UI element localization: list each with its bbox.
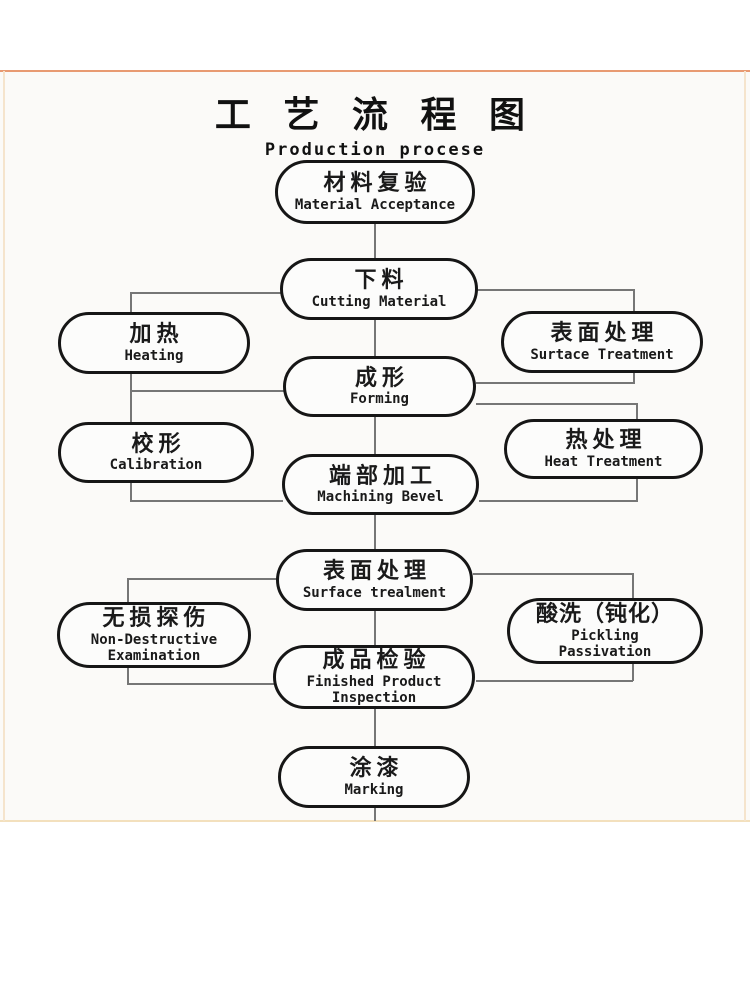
connector-nde-to-inspection-h (127, 683, 274, 685)
node-label-en: Material Acceptance (294, 196, 456, 213)
node-label-en: Heat Treatment (544, 453, 663, 470)
node-label-en: Heating (124, 347, 184, 364)
node-label-en: Marking (344, 781, 404, 798)
node-label-en: Calibration (109, 457, 203, 474)
connector-calibration-bottom (130, 482, 132, 501)
connector-inspection-to-marking (374, 708, 376, 747)
node-machining-bevel: 端部加工 Machining Bevel (282, 454, 479, 515)
connector-surface1-to-forming-h (476, 382, 635, 384)
node-label-zh: 表面处理 (322, 559, 431, 585)
node-label-en: Non-Destructive (90, 631, 218, 648)
node-label-zh: 表面处理 (550, 321, 659, 347)
connector-marking-stub (374, 808, 376, 821)
node-label-zh: 无损探伤 (102, 606, 211, 632)
connector-ma-to-cm (374, 224, 376, 259)
node-label-zh: 成品检验 (322, 648, 431, 674)
node-label-en: Surface trealment (302, 584, 447, 601)
connector-heating-bottom (130, 374, 132, 391)
node-heating: 加热 Heating (58, 312, 250, 374)
connector-to-heating-top (130, 292, 132, 313)
connector-heating-to-forming-h (130, 390, 284, 392)
title-chinese: 工 艺 流 程 图 (214, 95, 536, 136)
connector-nde-bottom (127, 667, 129, 684)
node-label-zh: 涂漆 (349, 756, 404, 782)
node-label-zh: 酸洗（钝化） (535, 602, 674, 628)
node-label-en: Cutting Material (311, 293, 447, 310)
diagram-title: 工 艺 流 程 图 Production procese (0, 86, 750, 160)
node-calibration: 校形 Calibration (58, 422, 254, 483)
connector-surface2-right-h (473, 573, 633, 575)
node-label-en: Pickling (571, 627, 639, 644)
node-label-zh: 材料复验 (323, 171, 432, 197)
connector-cm-right-h (477, 289, 635, 291)
title-english: Production procese (264, 140, 486, 160)
node-label-zh: 成形 (354, 365, 409, 391)
node-pickling-passivation: 酸洗（钝化） Pickling Passivation (507, 598, 703, 664)
connector-forming-to-bevel (374, 416, 376, 455)
node-forming: 成形 Forming (283, 356, 476, 417)
node-label-en2: Inspection (331, 689, 417, 706)
node-marking: 涂漆 Marking (278, 746, 470, 808)
node-cutting-material: 下料 Cutting Material (280, 258, 478, 320)
node-label-en: Machining Bevel (317, 489, 444, 506)
node-material-acceptance: 材料复验 Material Acceptance (275, 160, 475, 224)
connector-bevel-to-surface2 (374, 514, 376, 550)
node-label-zh: 加热 (129, 322, 184, 348)
connector-to-ht-top (636, 403, 638, 420)
node-heat-treatment: 热处理 Heat Treatment (504, 419, 703, 479)
connector-forming-to-ht-h (476, 403, 638, 405)
node-label-en: Surtace Treatment (530, 346, 674, 363)
connector-to-surface1-top (633, 289, 635, 312)
node-surface-treatment-2: 表面处理 Surface trealment (276, 549, 473, 611)
frame-line-top (0, 70, 750, 72)
node-label-zh: 校形 (131, 431, 186, 457)
node-label-zh: 端部加工 (328, 463, 437, 489)
connector-to-calibration-top (130, 390, 132, 423)
node-label-en2: Passivation (558, 643, 652, 660)
connector-calibration-to-bevel-h (130, 500, 283, 502)
node-label-zh: 下料 (354, 268, 409, 294)
connector-to-nde-top (127, 578, 129, 603)
connector-cm-left-h (130, 292, 281, 294)
connector-ht-bottom (636, 478, 638, 501)
node-non-destructive-examination: 无损探伤 Non-Destructive Examination (57, 602, 251, 668)
connector-ht-to-bevel-h (479, 500, 638, 502)
node-label-en2: Examination (107, 647, 201, 664)
frame-line-right (744, 71, 746, 821)
node-label-en: Forming (349, 391, 409, 408)
connector-pickling-to-inspection-h (476, 680, 633, 682)
node-finished-product-inspection: 成品检验 Finished Product Inspection (273, 645, 475, 709)
node-label-en: Finished Product (306, 673, 442, 690)
node-surface-treatment-1: 表面处理 Surtace Treatment (501, 311, 703, 373)
connector-surface2-to-inspection (374, 610, 376, 646)
connector-surface1-bottom (633, 372, 635, 383)
frame-line-left (3, 71, 5, 821)
frame-line-bottom (0, 820, 750, 822)
node-label-zh: 热处理 (565, 428, 647, 454)
connector-to-pickling-top (632, 573, 634, 599)
connector-pickling-bottom (632, 663, 634, 681)
connector-cm-to-forming (374, 320, 376, 357)
connector-surface2-left-h (127, 578, 277, 580)
